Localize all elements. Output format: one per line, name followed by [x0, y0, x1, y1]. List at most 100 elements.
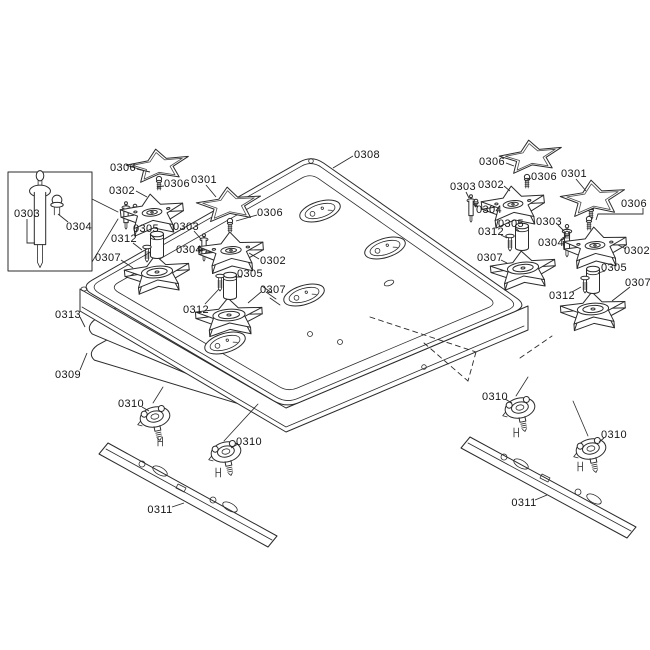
part-number: 0312 — [549, 290, 575, 302]
gas-valve-0310 — [570, 435, 612, 477]
mount-boss — [337, 339, 343, 345]
burner-cap-0306 — [498, 136, 564, 175]
part-label-0302: 0302 — [478, 179, 511, 192]
part-number: 0305 — [133, 223, 159, 235]
part-number: 0303 — [536, 216, 562, 228]
part-number: 0304 — [476, 204, 502, 216]
part-label-0305: 0305 — [133, 223, 159, 240]
part-number: 0312 — [183, 304, 209, 316]
part-label-0301: 0301 — [191, 174, 217, 198]
part-label-0307: 0307 — [95, 252, 134, 269]
leader-line — [135, 190, 148, 198]
part-number: 0310 — [118, 398, 144, 410]
part-number: 0305 — [237, 268, 263, 280]
mount-boss — [421, 364, 427, 370]
part-label-0313: 0313 — [55, 309, 86, 328]
part-number: 0302 — [478, 179, 504, 191]
part-number: 0311 — [511, 497, 536, 509]
part-number: 0305 — [601, 262, 627, 274]
leader-line — [514, 227, 520, 232]
leader-line — [156, 185, 165, 188]
leader-line — [598, 437, 605, 443]
leader-line — [504, 398, 513, 404]
leader-line — [193, 230, 202, 240]
part-label-0302: 0302 — [109, 185, 148, 198]
part-label-0304: 0304 — [472, 203, 502, 216]
part-label-0312: 0312 — [111, 233, 143, 251]
leader-line — [332, 155, 354, 169]
corner-screw-hole — [80, 286, 88, 292]
part-number: 0310 — [601, 429, 627, 441]
part-number: 0302 — [624, 245, 650, 257]
leader-line — [534, 494, 548, 501]
leader-line — [26, 219, 35, 244]
part-number: 0307 — [260, 284, 286, 296]
part-label-0302: 0302 — [248, 252, 286, 267]
leader-line — [557, 224, 565, 232]
mount-boss — [383, 279, 395, 287]
part-number: 0308 — [354, 149, 380, 161]
panel-skirt — [79, 288, 529, 433]
part-number: 0303 — [450, 181, 476, 193]
part-label-0303: 0303 — [173, 221, 202, 240]
part-label-0303: 0303 — [450, 181, 476, 199]
cap-screw-0306 — [585, 215, 593, 231]
part-number: 0307 — [95, 252, 121, 264]
part-number: 0312 — [111, 233, 137, 245]
corner-screw-hole — [308, 158, 314, 164]
part-label-0302: 0302 — [617, 244, 650, 257]
part-number: 0304 — [538, 237, 564, 249]
leader-arrowhead — [561, 236, 566, 241]
part-number: 0313 — [55, 309, 81, 321]
part-label-0307: 0307 — [477, 252, 508, 264]
leader-line — [248, 252, 260, 260]
leader-line — [595, 208, 644, 221]
leader-line — [505, 162, 515, 167]
part-number: 0302 — [109, 185, 135, 197]
part-number: 0307 — [625, 277, 650, 289]
part-label-0305: 0305 — [235, 268, 263, 280]
part-label-0310: 0310 — [482, 391, 513, 404]
panel-top-surface — [85, 158, 523, 406]
leader-line — [617, 244, 627, 250]
leader-line — [141, 406, 150, 412]
burner-rail-left-0311 — [98, 442, 278, 548]
part-number: 0310 — [482, 391, 508, 403]
part-label-0311: 0311 — [511, 494, 548, 509]
part-label-0307: 0307 — [611, 277, 650, 302]
leader-line — [136, 168, 151, 173]
part-label-0305: 0305 — [498, 218, 524, 232]
leader-line — [79, 352, 88, 371]
panel-cook-area — [113, 175, 494, 391]
leader-line — [120, 259, 134, 269]
screw-0312 — [505, 233, 515, 252]
venturi-0305 — [150, 230, 164, 259]
part-number: 0303 — [14, 208, 40, 220]
part-number: 0306 — [164, 178, 190, 190]
part-label-0301: 0301 — [561, 168, 587, 192]
part-number: 0301 — [191, 174, 217, 186]
part-label-0304: 0304 — [538, 235, 567, 249]
part-label-0306: 0306 — [235, 207, 283, 222]
venturi-0305 — [223, 271, 237, 300]
part-label-0305: 0305 — [597, 262, 627, 274]
part-number: 0303 — [173, 221, 199, 233]
leader-line — [571, 286, 582, 293]
part-number: 0312 — [478, 226, 504, 238]
part-label-0308: 0308 — [332, 149, 380, 169]
part-number: 0307 — [477, 252, 503, 264]
gas-valve-0310 — [134, 403, 176, 447]
leader-line — [247, 291, 262, 304]
leader-line — [230, 443, 239, 449]
part-number: 0306 — [257, 207, 283, 219]
part-label-0312: 0312 — [549, 286, 582, 302]
part-number: 0311 — [147, 504, 172, 516]
cap-screw-0306 — [155, 175, 163, 191]
leader-line — [204, 288, 220, 305]
leader-line — [597, 270, 606, 274]
leader-line — [524, 177, 532, 182]
part-number: 0304 — [66, 221, 92, 233]
part-label-0310: 0310 — [118, 398, 150, 412]
hidden-edge-lines — [152, 285, 589, 442]
